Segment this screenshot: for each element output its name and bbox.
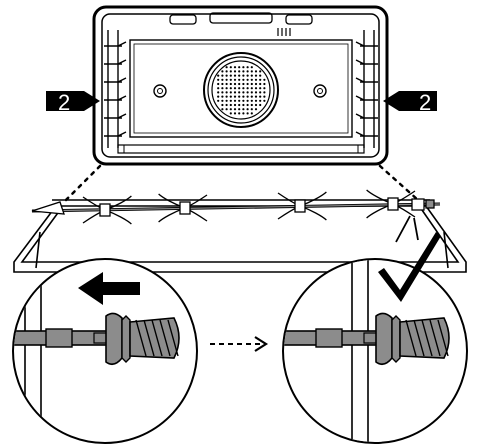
magnifier-connectors xyxy=(395,215,419,243)
spit-forks xyxy=(31,189,435,225)
shelf-level-callout-right: 2 xyxy=(383,90,437,115)
callout-label-left: 2 xyxy=(58,90,70,115)
spit-fork xyxy=(277,191,327,221)
spit-fork xyxy=(158,193,208,223)
checkmark-icon xyxy=(378,232,441,302)
arrow-left-icon xyxy=(78,272,140,305)
spit-end-bracket xyxy=(411,198,435,211)
projection-lines xyxy=(64,164,420,202)
dashed-arrow-right-icon xyxy=(210,336,269,352)
shelf-level-callout-left: 2 xyxy=(46,90,100,115)
right-shelf-rails xyxy=(355,30,378,148)
detail-circle-before xyxy=(12,258,198,444)
spit-tip xyxy=(31,201,65,215)
spit-fork xyxy=(82,195,132,225)
spit-fork xyxy=(366,189,416,219)
left-shelf-rails xyxy=(104,30,127,148)
fan-cover xyxy=(203,52,279,128)
detail-circle-after xyxy=(282,232,468,444)
callout-label-right: 2 xyxy=(419,90,431,115)
